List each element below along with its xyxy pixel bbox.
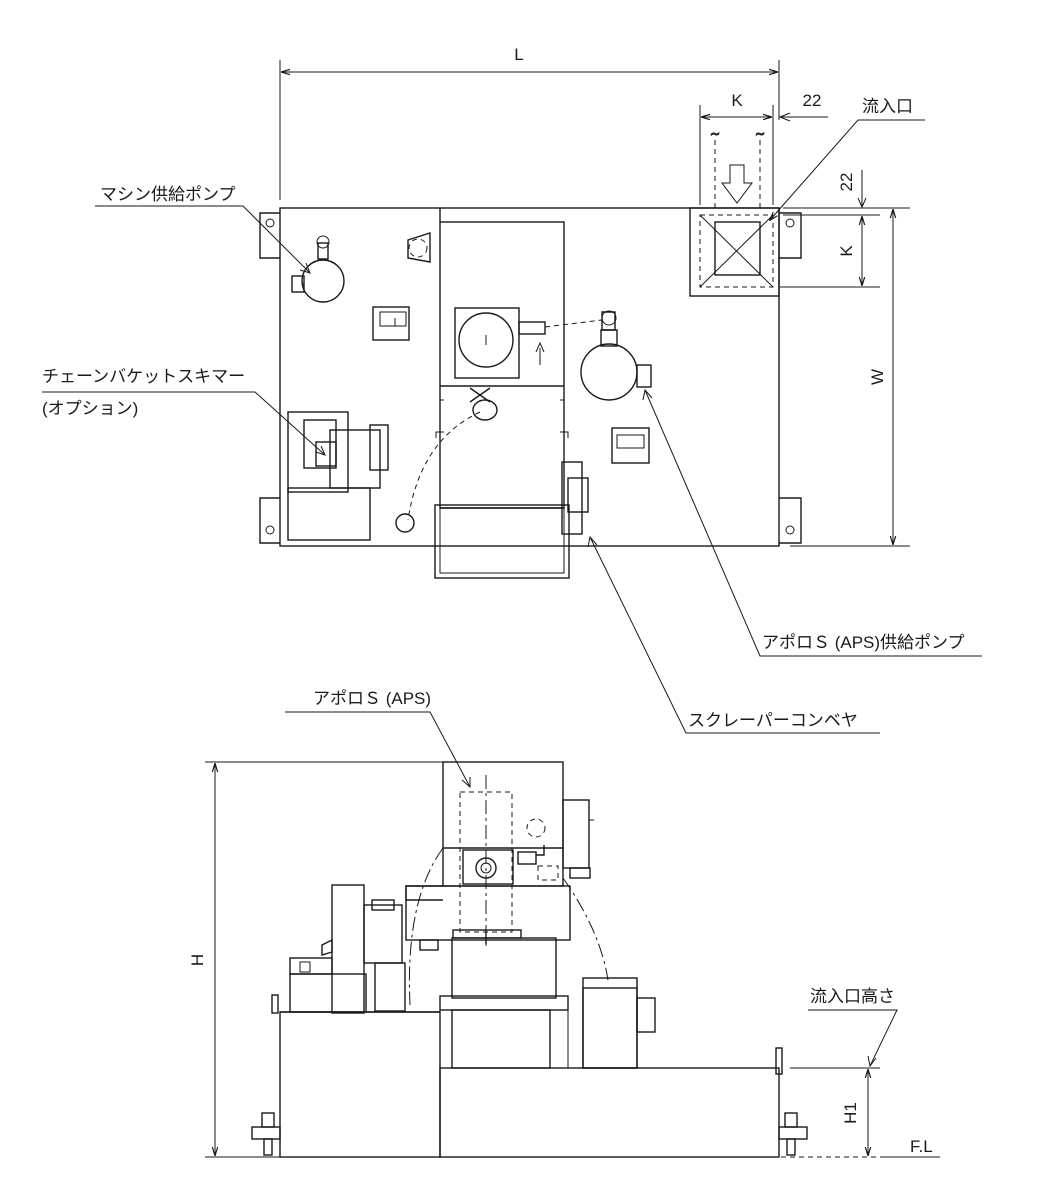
dim-K-side-label: K <box>837 245 856 257</box>
flange-left-bottom <box>259 497 280 544</box>
label-machine-pump: マシン供給ポンプ <box>100 185 236 204</box>
label-aps-supply-pump: アポロＳ (APS)供給ポンプ <box>762 633 965 652</box>
label-skimmer-line1: チェーンバケットスキマー <box>42 367 245 386</box>
side-view: アポロＳ (APS) H <box>188 689 940 1158</box>
aps-unit-top <box>435 221 617 509</box>
chain-bucket-skimmer <box>287 411 389 541</box>
label-inlet: 流入口 <box>862 97 913 116</box>
flange-left-top <box>259 212 280 259</box>
dimension-L: L <box>279 45 780 200</box>
flange-right-bottom <box>779 497 802 544</box>
aps-upper-box <box>442 761 564 887</box>
dimension-side: 22 K W <box>780 170 910 547</box>
inlet-box <box>689 207 780 297</box>
label-FL: F.L <box>910 1137 933 1156</box>
flange-right-top <box>779 212 802 259</box>
dim-W-label: W <box>868 369 887 385</box>
label-scraper-conveyor: スクレーパーコンベヤ <box>688 711 858 730</box>
dim-H-label: H <box>188 954 207 966</box>
dim-22-top-label: 22 <box>803 91 822 110</box>
label-inlet-height: 流入口高さ <box>810 987 895 1006</box>
scraper-conveyor-top <box>434 461 589 579</box>
svg-text:~: ~ <box>710 127 720 141</box>
tank-outline-top <box>279 207 780 547</box>
label-skimmer-line2: (オプション) <box>42 399 138 418</box>
foot-left <box>251 1112 281 1156</box>
dim-L-label: L <box>514 45 523 64</box>
dim-22-side-label: 22 <box>837 173 856 192</box>
inlet-arrow-icon <box>721 164 753 204</box>
dimension-K-top: K 22 ~ ~ <box>699 91 828 210</box>
aps-supply-pump <box>580 329 652 401</box>
foot-right <box>778 1112 808 1156</box>
machine-pump <box>291 235 345 303</box>
dim-H1-label: H1 <box>841 1102 860 1124</box>
dim-K-top-label: K <box>731 91 743 110</box>
top-view: L K 22 ~ ~ 流入口 <box>42 45 982 734</box>
label-aps: アポロＳ (APS) <box>313 689 431 708</box>
svg-text:~: ~ <box>755 127 765 141</box>
